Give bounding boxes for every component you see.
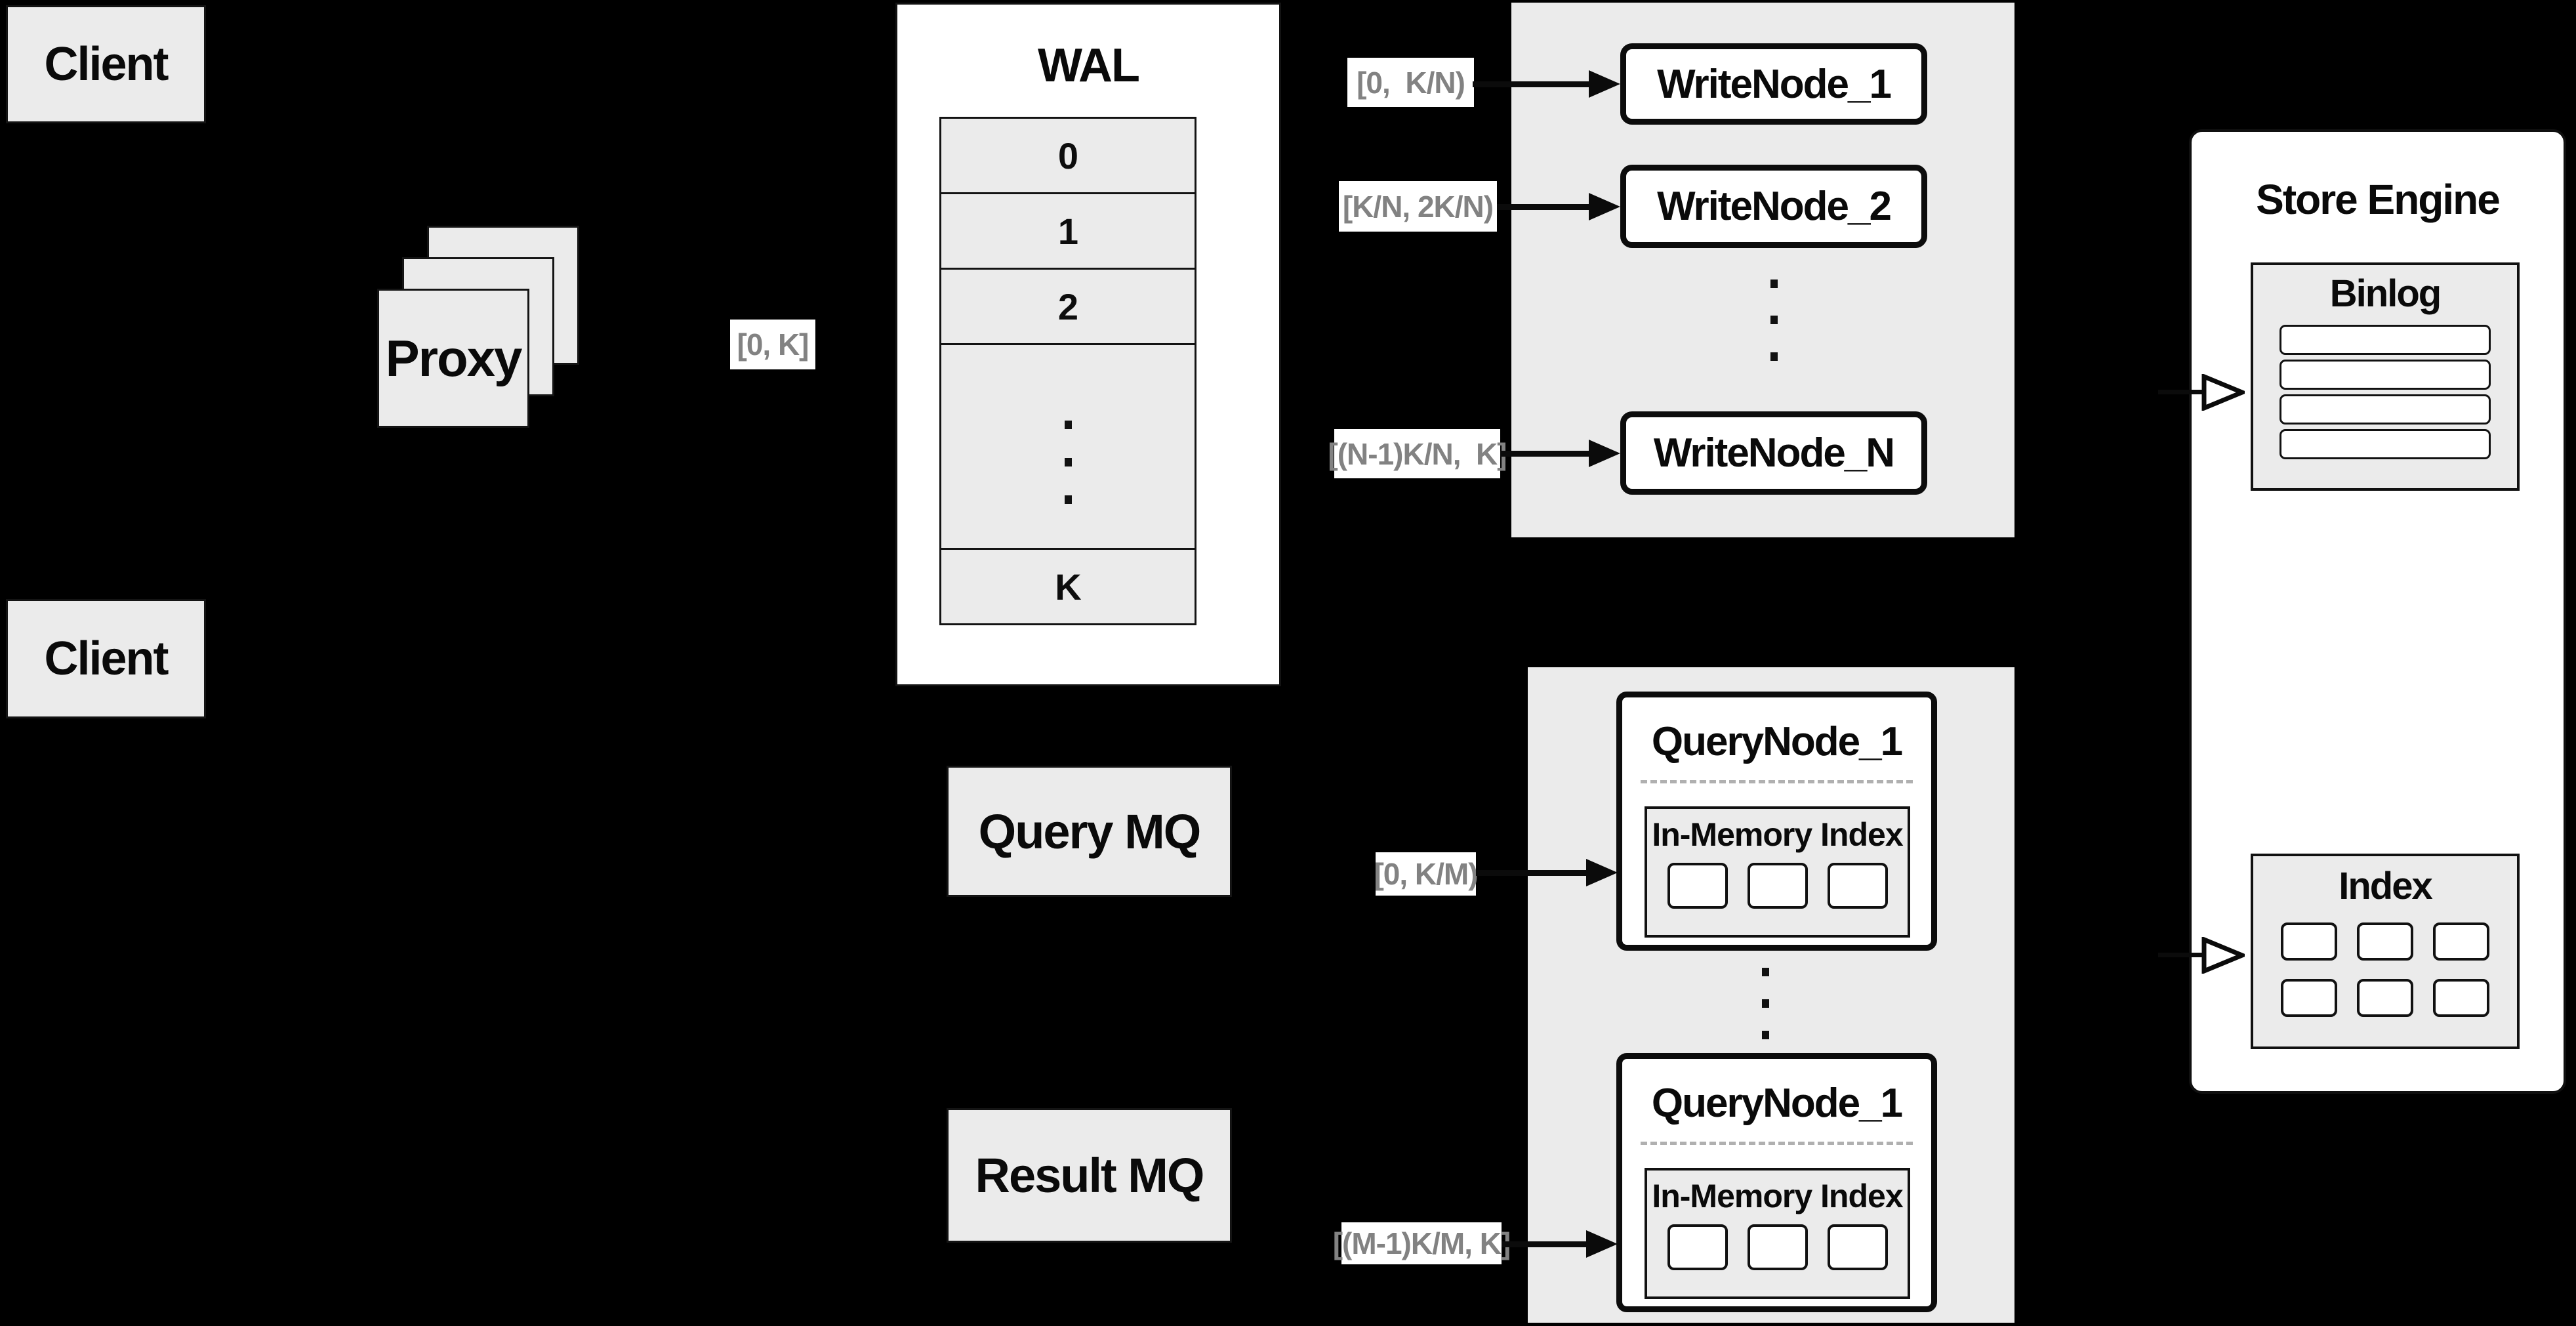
arrow-line-writenode-1 bbox=[1473, 81, 1591, 87]
writenode-2-box: WriteNode_2 bbox=[1620, 165, 1927, 248]
index-title: Index bbox=[2339, 865, 2433, 907]
dashed-divider bbox=[1641, 1142, 1913, 1145]
index-cell bbox=[2281, 979, 2337, 1017]
client-bottom-label: Client bbox=[44, 632, 169, 685]
arrow-right-icon bbox=[1589, 440, 1620, 467]
querynode-1-title: QueryNode_1 bbox=[1651, 719, 1903, 764]
in-memory-index-cells bbox=[1647, 1224, 1908, 1270]
index-cell bbox=[1667, 1224, 1728, 1270]
query-mq-label: Query MQ bbox=[978, 804, 1202, 859]
binlog-row bbox=[2280, 394, 2491, 425]
binlog-row bbox=[2280, 325, 2491, 355]
index-cell bbox=[2433, 979, 2489, 1017]
binlog-row bbox=[2280, 429, 2491, 459]
wal-table: 0 1 2 K bbox=[939, 117, 1196, 625]
in-memory-index-box: In-Memory Index bbox=[1645, 1168, 1910, 1299]
arrow-line-querynode-1 bbox=[1476, 870, 1586, 876]
ellipsis-dot bbox=[1762, 999, 1769, 1008]
querynode-1-box: QueryNode_1 In-Memory Index bbox=[1616, 692, 1937, 951]
ellipsis-dot bbox=[1762, 968, 1769, 976]
wal-title: WAL bbox=[1038, 39, 1140, 92]
interval-label-proxy-wal: [0, K] bbox=[730, 320, 815, 369]
arrow-right-icon bbox=[1589, 193, 1620, 220]
ellipsis-dot bbox=[1770, 316, 1778, 324]
ellipsis-dot bbox=[1762, 1031, 1769, 1039]
index-cells bbox=[2281, 922, 2489, 1017]
arrow-right-icon bbox=[1589, 70, 1620, 98]
dashed-divider bbox=[1641, 780, 1913, 783]
wal-panel: WAL 0 1 2 K bbox=[895, 3, 1281, 686]
index-cell bbox=[2357, 979, 2413, 1017]
client-box-top: Client bbox=[6, 5, 206, 123]
index-cell bbox=[2357, 922, 2413, 961]
in-memory-index-title: In-Memory Index bbox=[1652, 816, 1903, 853]
ellipsis-dot bbox=[1065, 421, 1072, 429]
index-cell bbox=[2433, 922, 2489, 961]
ellipsis-dot bbox=[1065, 458, 1072, 466]
result-mq-box: Result MQ bbox=[947, 1108, 1232, 1243]
writenode-n-label: WriteNode_N bbox=[1653, 430, 1895, 476]
store-engine-panel: Store Engine Binlog Index bbox=[2189, 129, 2566, 1094]
proxy-card-front: Proxy bbox=[377, 289, 529, 428]
ellipsis-dot bbox=[1770, 352, 1778, 361]
arrow-right-icon bbox=[1586, 859, 1618, 886]
wal-row-2: 2 bbox=[941, 268, 1195, 343]
writenode-1-box: WriteNode_1 bbox=[1620, 43, 1927, 125]
index-cell bbox=[1747, 1224, 1808, 1270]
wal-row-1: 1 bbox=[941, 192, 1195, 268]
store-engine-title: Store Engine bbox=[2256, 176, 2501, 223]
index-cell bbox=[1827, 1224, 1888, 1270]
interval-label-writenode-2: [K/N, 2K/N) bbox=[1339, 181, 1497, 232]
writenode-1-label: WriteNode_1 bbox=[1657, 61, 1892, 107]
client-top-label: Client bbox=[44, 38, 169, 91]
writenode-2-label: WriteNode_2 bbox=[1657, 184, 1892, 229]
querynode-2-box: QueryNode_1 In-Memory Index bbox=[1616, 1053, 1937, 1312]
binlog-rows bbox=[2253, 325, 2517, 459]
in-memory-index-box: In-Memory Index bbox=[1645, 806, 1910, 938]
proxy-label: Proxy bbox=[385, 329, 523, 387]
querynode-2-title: QueryNode_1 bbox=[1651, 1081, 1903, 1126]
binlog-row bbox=[2280, 360, 2491, 390]
binlog-title: Binlog bbox=[2329, 272, 2442, 315]
arrow-line-writenode-n bbox=[1500, 451, 1591, 457]
interval-label-writenode-n: [(N-1)K/N, K] bbox=[1328, 429, 1507, 478]
client-box-bottom: Client bbox=[6, 599, 206, 718]
in-memory-index-cells bbox=[1647, 863, 1908, 909]
writenode-n-box: WriteNode_N bbox=[1620, 411, 1927, 495]
arrow-line-index bbox=[2158, 953, 2209, 957]
interval-label-querynode-2: [(M-1)K/M, K] bbox=[1333, 1222, 1511, 1264]
arrow-right-icon bbox=[1586, 1230, 1618, 1258]
arrow-line-querynode-2 bbox=[1502, 1241, 1586, 1247]
arrow-line-writenode-2 bbox=[1497, 204, 1591, 210]
in-memory-index-title: In-Memory Index bbox=[1652, 1178, 1903, 1214]
hollow-arrow-right-icon bbox=[2201, 374, 2245, 411]
ellipsis-dot bbox=[1770, 280, 1778, 288]
ellipsis-dot bbox=[1065, 495, 1072, 504]
index-box: Index bbox=[2251, 854, 2520, 1049]
hollow-arrow-right-icon bbox=[2201, 937, 2245, 974]
arrow-line-binlog bbox=[2158, 390, 2209, 394]
interval-label-querynode-1: [0, K/M) bbox=[1374, 852, 1479, 896]
result-mq-label: Result MQ bbox=[975, 1148, 1205, 1203]
binlog-box: Binlog bbox=[2251, 262, 2520, 491]
wal-row-0: 0 bbox=[941, 119, 1195, 192]
index-cell bbox=[1667, 863, 1728, 909]
index-cell bbox=[1827, 863, 1888, 909]
wal-row-k: K bbox=[941, 548, 1195, 623]
interval-label-writenode-1: [0, K/N) bbox=[1347, 58, 1474, 107]
index-cell bbox=[2281, 922, 2337, 961]
wal-row-ellipsis bbox=[941, 343, 1195, 548]
query-mq-box: Query MQ bbox=[947, 766, 1232, 897]
index-cell bbox=[1747, 863, 1808, 909]
